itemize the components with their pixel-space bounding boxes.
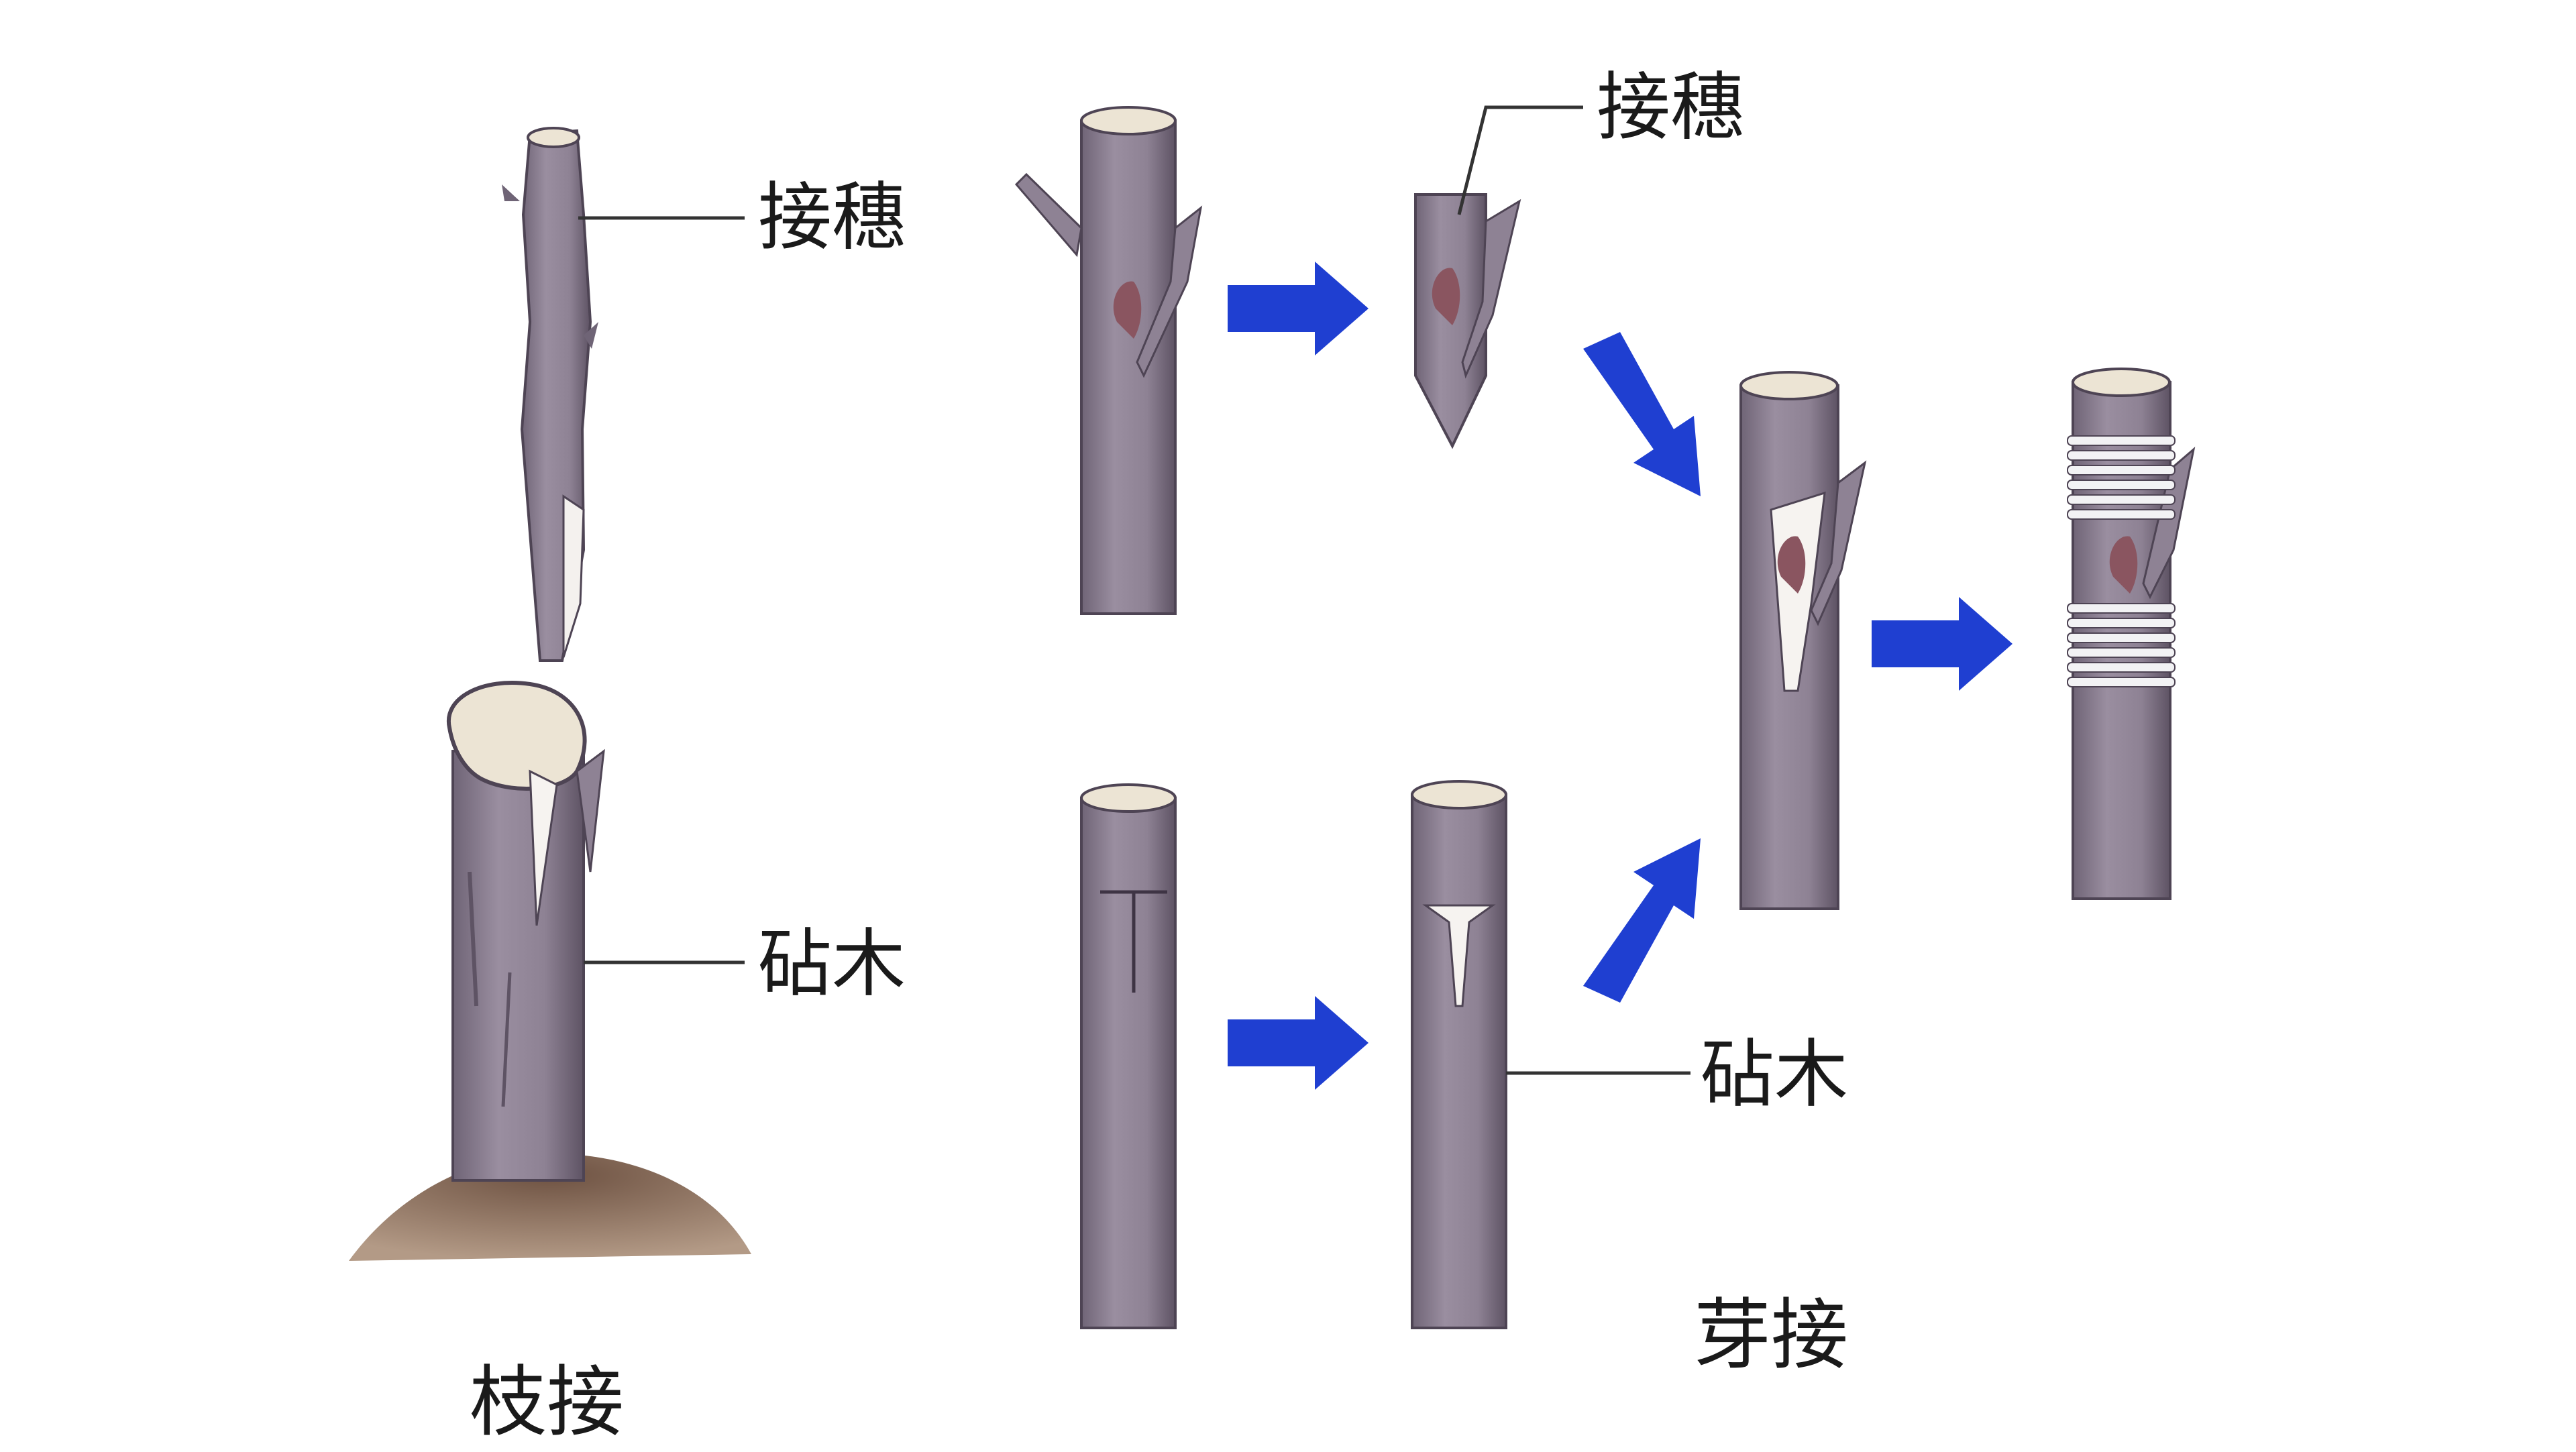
right-arrow-icon [1872,597,2012,691]
scion-label: 接穗 [1597,64,1744,150]
branch-grafting-caption: 枝接 [470,1357,624,1447]
bud-bound-stock [2067,368,2196,900]
branch-rootstock [349,681,751,1261]
leader-lines [578,105,1690,1075]
rootstock-label: 砧木 [758,921,906,1007]
binding-wrap [2067,435,2176,687]
right-arrow-icon [1228,996,1368,1090]
bud-grafting-caption: 芽接 [1694,1290,1848,1380]
scion-label: 接穗 [758,174,906,260]
right-arrow-icon [1228,262,1368,355]
bud-shield [1414,193,1521,449]
diagonal-arrow-icon [1583,332,1701,496]
diagonal-arrow-icon [1583,838,1701,1003]
branch-scion [502,127,598,662]
bud-rootstock-t-cut [1411,780,1507,1329]
bud-grafting-group [1014,106,2196,1329]
branch-grafting-group [349,127,751,1261]
rootstock-label: 砧木 [1701,1031,1848,1117]
bud-inserted-stock [1739,371,1867,910]
bud-source-twig [1014,106,1203,615]
bud-rootstock-plain [1080,783,1177,1329]
